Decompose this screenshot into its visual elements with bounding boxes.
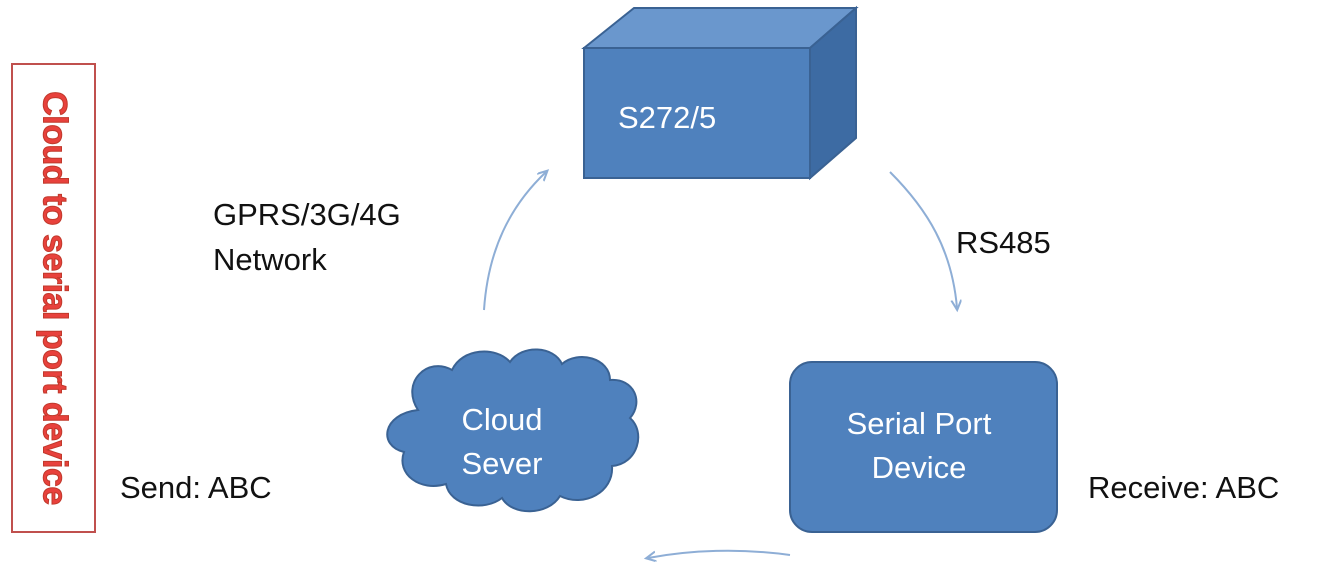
device-box — [581, 5, 859, 181]
cloud-shape — [386, 348, 640, 513]
serial-label-line2: Device — [871, 450, 967, 485]
arrow-cloud-to-device — [483, 172, 546, 311]
arrow-serial-to-cloud — [648, 549, 791, 558]
serial-label-line1: Serial Port — [846, 406, 992, 441]
serial-device-box — [789, 361, 1058, 533]
device-box-top — [581, 7, 859, 49]
diagram-title: Cloud to serial port device — [35, 91, 74, 505]
device-box-front — [583, 47, 811, 179]
send-label: Send: ABC — [120, 470, 272, 505]
cloud-label-line1: Cloud — [461, 402, 543, 437]
device-label: S272/5 — [618, 100, 717, 135]
cloud-label-line2: Sever — [461, 446, 543, 481]
receive-label: Receive: ABC — [1088, 470, 1280, 505]
rs485-label: RS485 — [956, 225, 1051, 260]
side-title-box — [11, 63, 96, 533]
arrow-device-to-serial — [889, 171, 957, 308]
network-label-line2: Network — [213, 242, 327, 277]
network-label-line1: GPRS/3G/4G — [213, 197, 401, 232]
